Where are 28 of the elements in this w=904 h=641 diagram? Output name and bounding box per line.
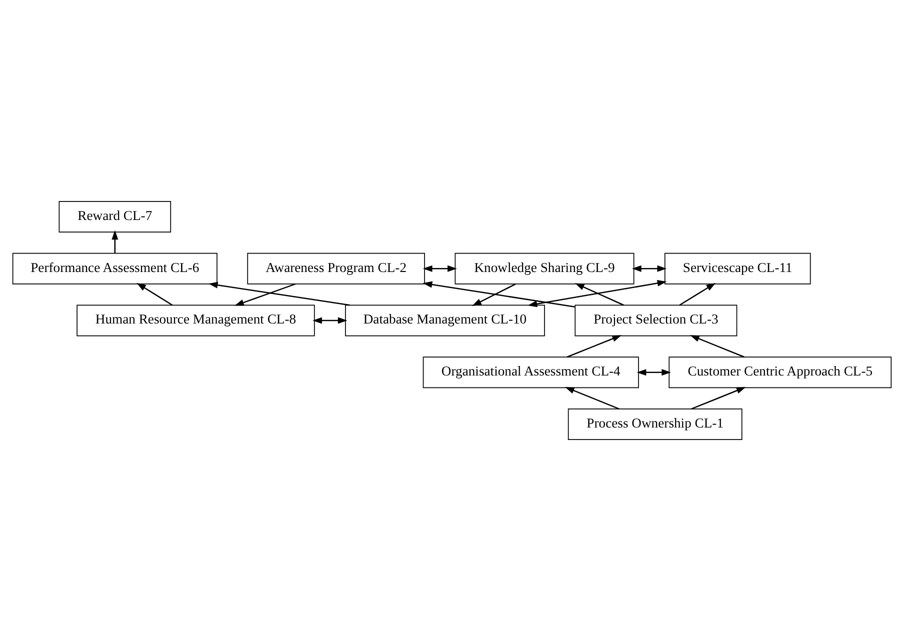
node-box: Reward CL-7 (58, 200, 172, 232)
arrow (422, 281, 575, 308)
node-box: Customer Centric Approach CL-5 (668, 356, 892, 388)
node-box: Performance Assessment CL-6 (12, 252, 218, 284)
node-box: Awareness Program CL-2 (247, 252, 425, 284)
arrow (574, 283, 624, 306)
node-box: Organisational Assessment CL-4 (422, 356, 639, 388)
arrow (632, 265, 667, 272)
arrow (112, 230, 118, 254)
arrow (564, 387, 620, 410)
arrow (691, 387, 746, 410)
arrow (690, 335, 744, 358)
node-box: Human Resource Management CL-8 (76, 304, 315, 336)
arrow (136, 282, 173, 306)
arrow (208, 282, 350, 306)
arrow (679, 282, 716, 306)
node-box: Servicescape CL-11 (664, 252, 811, 284)
arrow (566, 335, 622, 358)
arrow (312, 317, 348, 324)
node-box: Project Selection CL-3 (574, 304, 738, 336)
node-box: Process Ownership CL-1 (568, 408, 742, 440)
arrow (528, 280, 667, 308)
arrow (234, 283, 296, 306)
arrow (422, 265, 457, 272)
node-box: Knowledge Sharing CL-9 (454, 252, 634, 284)
arrow (472, 283, 516, 306)
arrow (636, 369, 672, 376)
node-box: Database Management CL-10 (345, 304, 545, 336)
